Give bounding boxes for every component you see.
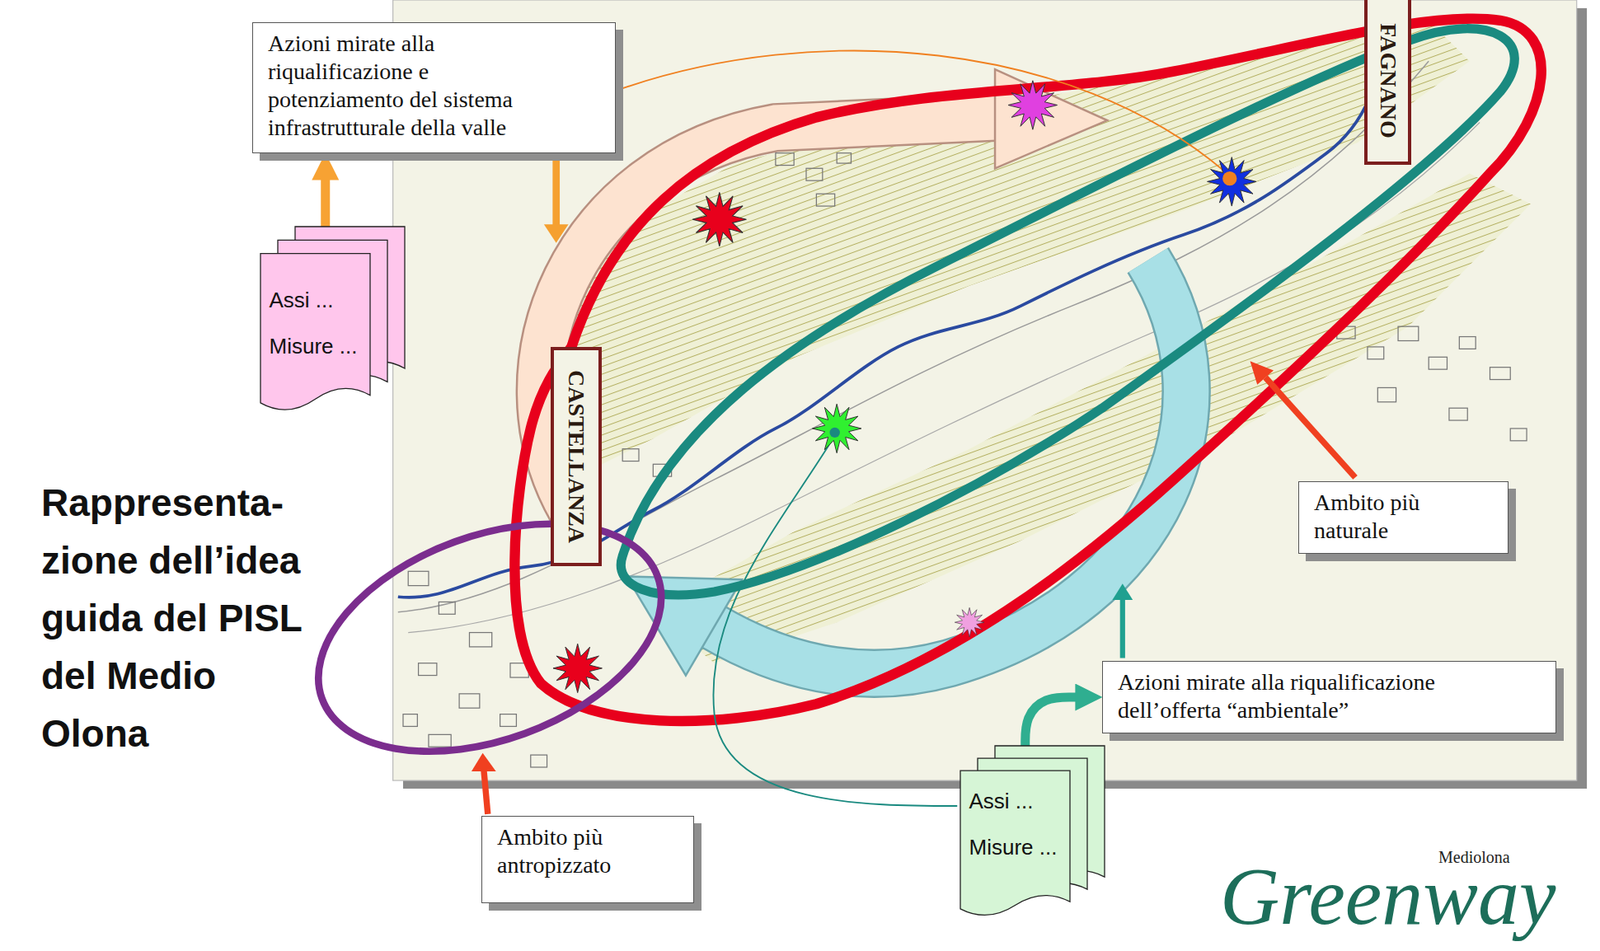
text-wrap: Ambito più naturale — [1313, 488, 1455, 545]
text-wrap: Ambito più antropizzato — [497, 823, 638, 880]
sketch-detail — [1377, 387, 1396, 402]
sketch-detail — [806, 168, 823, 181]
burst-marker — [692, 192, 747, 246]
node-text: Ambito più naturale — [1313, 488, 1455, 545]
node-text: Azioni mirate alla riqualificazione e po… — [267, 29, 540, 142]
sketch-detail — [530, 755, 548, 768]
document-stack: Assi ... Misure ... — [260, 226, 405, 419]
road-line — [408, 122, 1480, 634]
sketch-detail — [1250, 361, 1274, 385]
sketch-detail — [471, 753, 497, 772]
sketch-detail — [500, 714, 517, 728]
text-wrap: Assi ... Misure ... — [269, 287, 358, 381]
sketch-detail — [1367, 347, 1385, 360]
marker-dot — [1222, 171, 1237, 186]
connector-arrow — [320, 174, 330, 227]
town-name: CASTELLANZA — [563, 370, 590, 544]
sketch-detail — [1489, 367, 1511, 381]
town-name: FAGNANO — [1374, 23, 1402, 138]
sketch-detail — [775, 153, 794, 166]
node-text: Misure ... — [269, 333, 358, 359]
document-sheet — [960, 770, 1070, 915]
sketch-detail — [539, 117, 995, 511]
sketch-detail — [408, 571, 429, 586]
red-pointer — [1250, 361, 1357, 478]
text-wrap: Azioni mirate alla riqualificazione dell… — [1117, 668, 1481, 725]
sketch-detail — [1265, 377, 1356, 478]
burst-marker — [1207, 157, 1257, 207]
marker-dot — [829, 427, 840, 438]
red-perimeter — [514, 18, 1541, 722]
document-shape — [960, 746, 1105, 924]
red-pointer — [471, 753, 497, 815]
burst-marker — [1008, 80, 1057, 130]
sketch-detail — [836, 153, 851, 164]
sketch-detail — [418, 663, 437, 676]
teal-pointer — [1112, 583, 1133, 658]
cyan-cycle-arrow — [626, 260, 1187, 676]
node-text: Ambito più antropizzato — [497, 823, 638, 880]
peach-cycle-arrow — [539, 69, 1108, 511]
sketch-detail — [714, 260, 1188, 675]
area-box: Ambito più naturale — [1298, 481, 1509, 554]
action-box: Azioni mirate alla riqualificazione dell… — [1102, 661, 1557, 734]
sketch-detail — [1459, 337, 1476, 350]
action-box: Azioni mirate alla riqualificazione e po… — [252, 22, 616, 154]
orange-pointer — [544, 154, 569, 243]
sketch-detail — [1120, 597, 1126, 658]
sketch-detail — [544, 224, 569, 243]
sketch-detail — [816, 193, 835, 207]
area-box: Ambito più antropizzato — [481, 816, 695, 904]
document-sheet — [260, 253, 371, 411]
sketch-detail — [1112, 583, 1133, 601]
sketch-detail — [325, 174, 1081, 747]
sketch-detail — [539, 117, 995, 511]
logo-wordmark: Greenway — [1219, 849, 1556, 944]
sketch-detail — [459, 694, 480, 709]
purple-area — [286, 480, 693, 795]
town-label: FAGNANO — [1364, 0, 1412, 165]
connector-arrow — [1025, 697, 1081, 747]
node-text: Misure ... — [969, 835, 1058, 860]
node-text: Assi ... — [969, 788, 1034, 814]
sketch-detail — [469, 633, 492, 648]
document-stack: Assi ... Misure ... — [960, 746, 1105, 924]
node-text: Azioni mirate alla riqualificazione dell… — [1117, 668, 1481, 725]
text-wrap: Azioni mirate alla riqualificazione e po… — [267, 29, 540, 142]
sketch-detail — [483, 769, 488, 814]
sketch-detail — [1398, 326, 1419, 341]
sketch-detail — [714, 260, 1188, 675]
leader-line — [618, 50, 1225, 171]
burst-marker — [811, 403, 861, 453]
node-text: Assi ... — [269, 287, 334, 313]
burst-marker — [553, 643, 602, 693]
sketch-detail — [438, 601, 456, 615]
town-label: CASTELLANZA — [550, 347, 602, 567]
burst-marker — [954, 607, 985, 638]
leader-line — [713, 441, 958, 807]
sketch-detail — [428, 734, 451, 747]
sketch-detail — [1428, 356, 1447, 370]
sketch-detail — [552, 154, 560, 227]
sketch-detail — [403, 714, 418, 728]
sketch-detail — [622, 449, 639, 462]
page-title: Rappresenta- zione dell’idea guida del P… — [41, 473, 322, 763]
text-wrap: Assi ... Misure ... — [969, 788, 1058, 882]
document-shape — [260, 226, 405, 419]
sketch-detail — [1510, 428, 1527, 442]
sketch-detail — [1449, 408, 1468, 421]
